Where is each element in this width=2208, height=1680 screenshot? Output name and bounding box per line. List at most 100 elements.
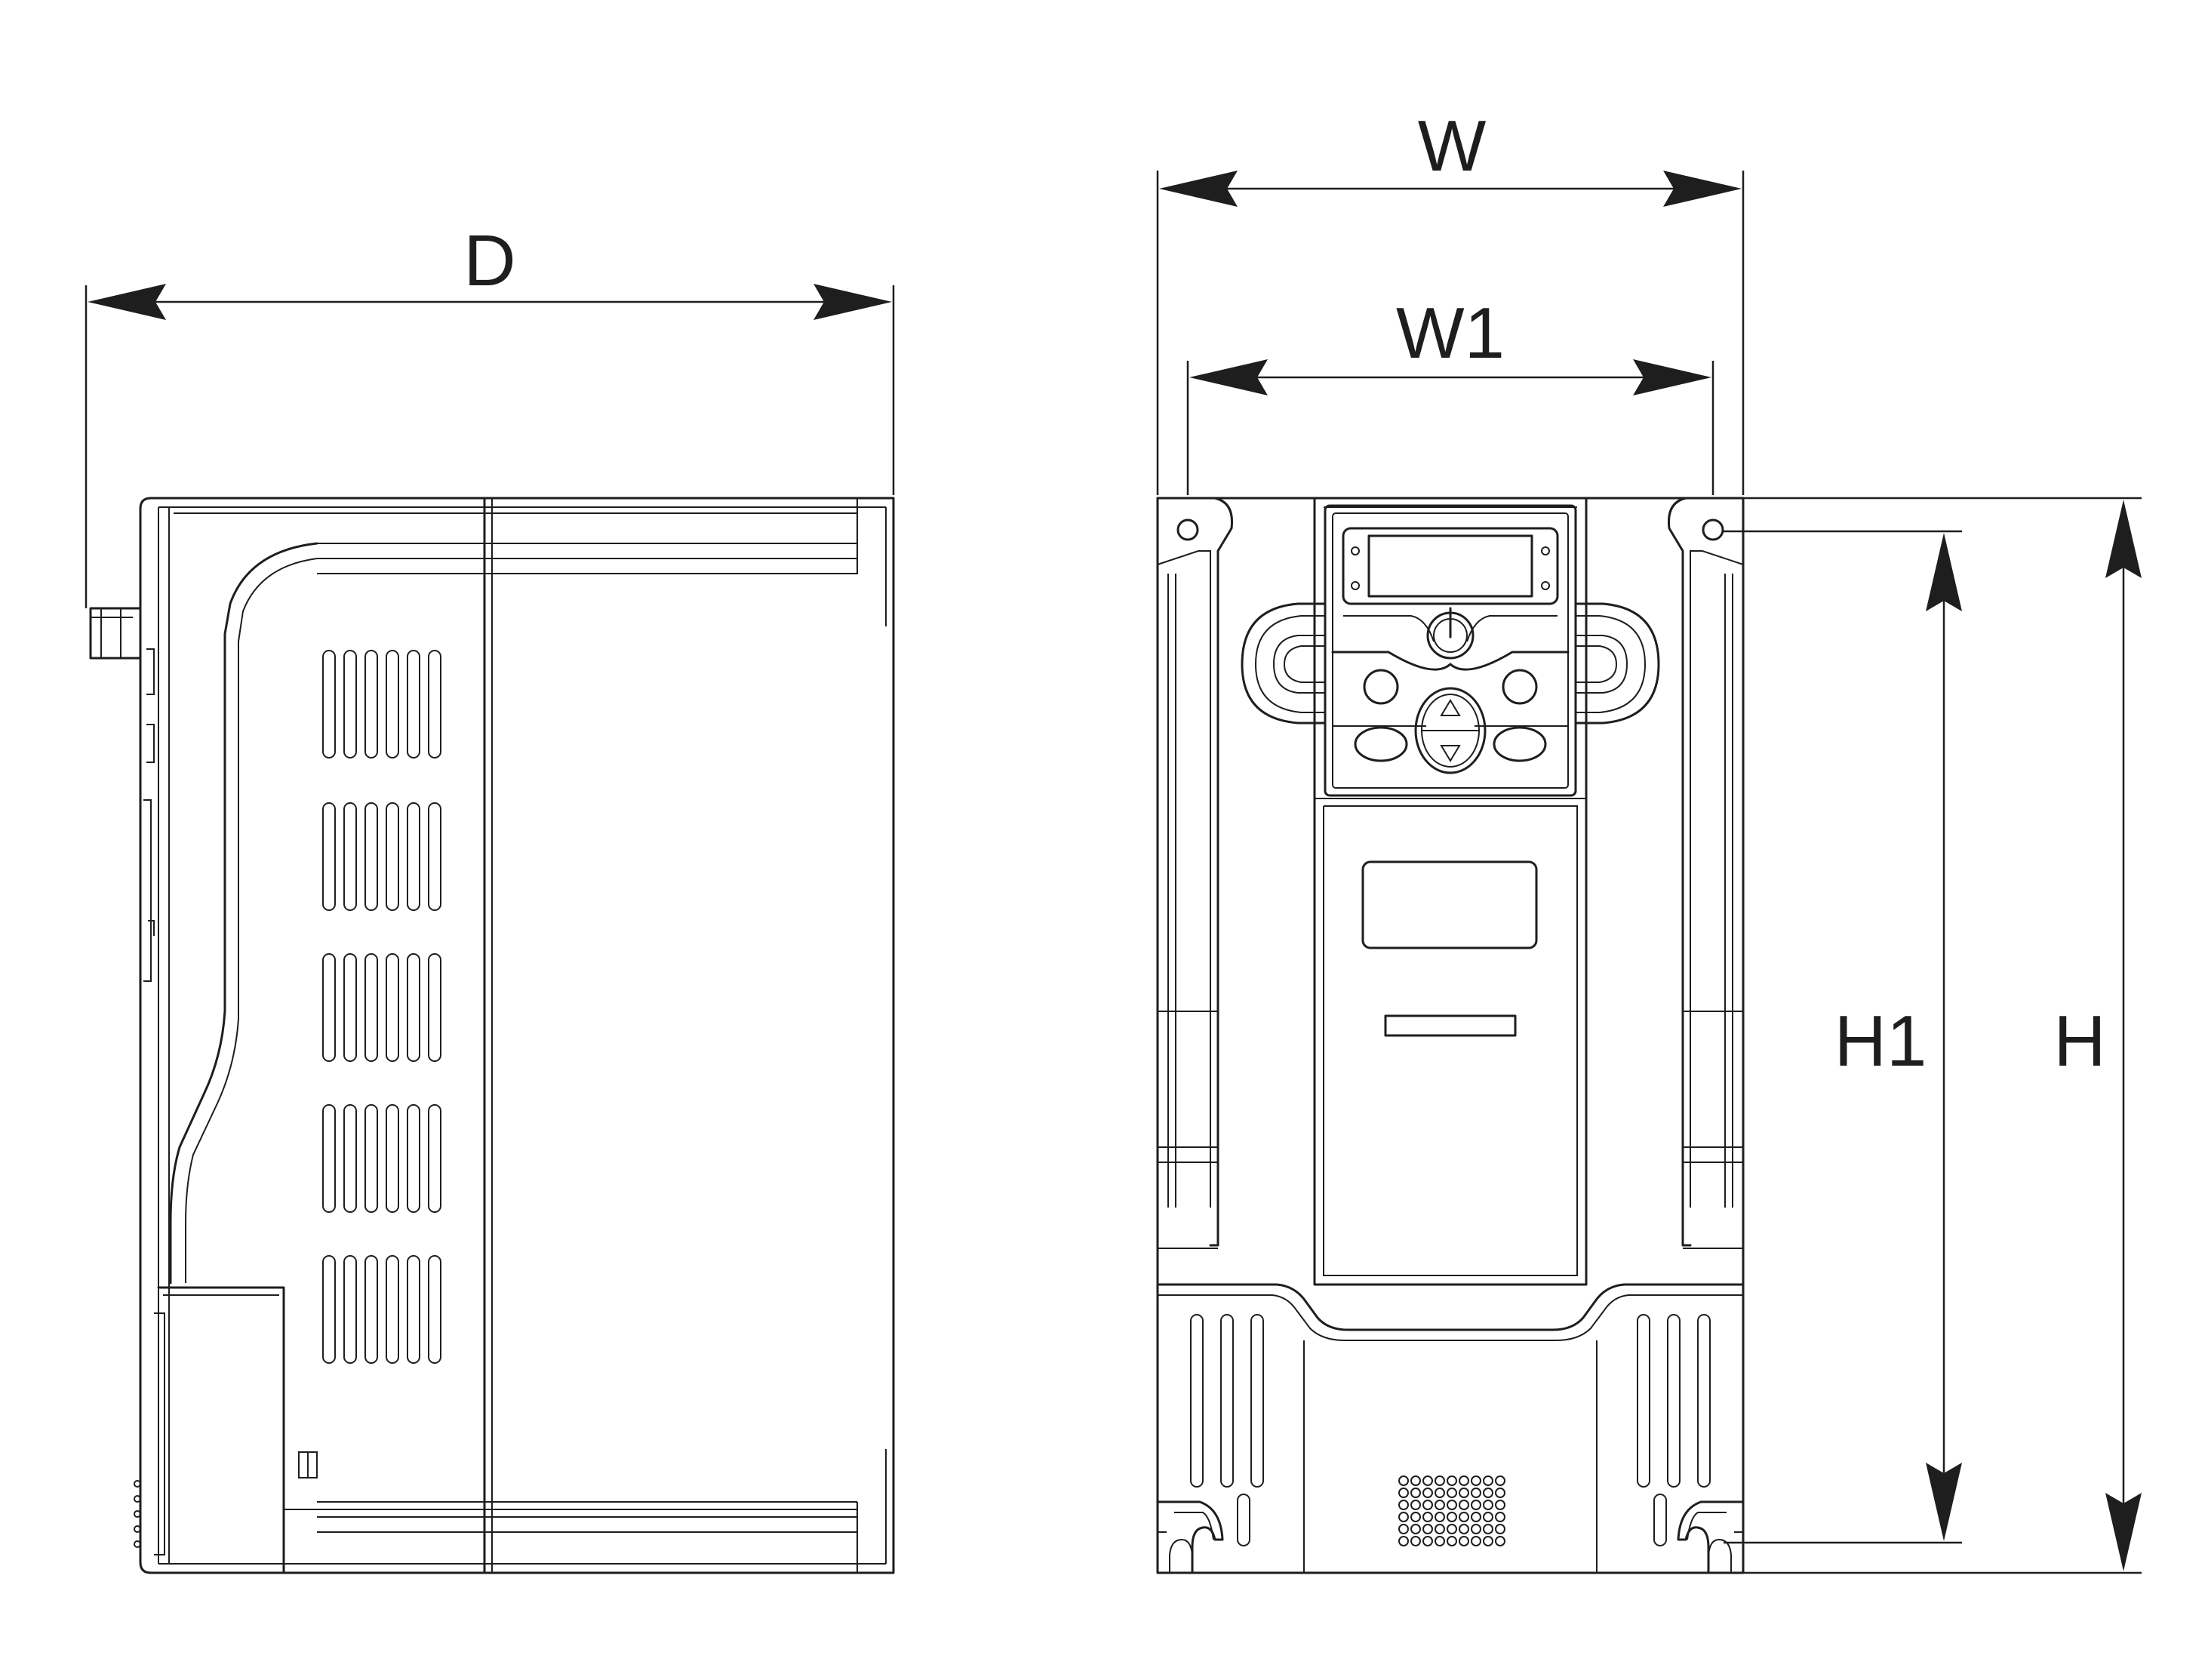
dimension-w1-arrow-right [1633,359,1711,395]
dimension-h1-arrow-top [1926,533,1962,611]
grille-dot [1435,1500,1445,1510]
grille-dot [1410,1512,1421,1522]
side-vent-slot [322,953,336,1062]
front-vent-slot [1697,1314,1711,1488]
grille-dot [1459,1488,1469,1498]
grille-dot [1422,1488,1433,1498]
side-view-vent-dots [134,1480,141,1548]
side-vent-slot [364,802,378,911]
grille-dot [1435,1488,1445,1498]
keypad-button-bottom-right[interactable] [1493,726,1547,762]
dimension-h: H [1736,497,2142,1574]
front-view-center-panel [1313,497,1588,1286]
front-vent-slot [1250,1314,1264,1488]
front-vent-slot [1637,1314,1650,1488]
front-vent-slot [1237,1494,1250,1546]
grille-dot [1410,1500,1421,1510]
grille-dot [1422,1524,1433,1534]
keypad-up-key-icon [1440,699,1461,716]
dimension-w-arrow-right [1663,171,1742,207]
side-vent-slot [343,650,357,758]
dimension-d-arrow-right [813,284,892,320]
side-view-vent-slots [322,650,441,1364]
keypad-up-down-rocker[interactable] [1414,687,1487,774]
front-vent-slot [1190,1314,1204,1488]
front-view-dot-grille [1398,1475,1505,1546]
grille-dot [1447,1475,1457,1486]
dimension-h1: H1 [1724,530,1962,1544]
grille-dot [1471,1488,1481,1498]
front-view-mounting-hole-top-right [1702,518,1724,541]
dimension-h-arrow-top [2105,500,2142,578]
side-vent-slot [322,802,336,911]
grille-dot [1459,1475,1469,1486]
grille-dot [1483,1512,1493,1522]
keypad-button-left[interactable] [1363,669,1399,705]
grille-dot [1410,1475,1421,1486]
grille-dot [1422,1512,1433,1522]
front-vent-slot [1653,1494,1667,1546]
grille-dot [1398,1475,1409,1486]
grille-dot [1459,1524,1469,1534]
side-vent-slot [343,1104,357,1213]
dimension-h1-label: H1 [1834,1001,1927,1082]
grille-dot [1459,1512,1469,1522]
grille-dot [1447,1512,1457,1522]
side-vent-slot [407,1255,420,1364]
grille-dot [1435,1475,1445,1486]
grille-dot [1459,1536,1469,1546]
keypad [1241,504,1660,797]
side-view-curved-panel [169,542,318,1285]
grille-dot [1495,1475,1505,1486]
grille-dot [1398,1536,1409,1546]
side-vent-slot [428,650,441,758]
side-vent-slot [428,1104,441,1213]
dimension-h1-arrow-bottom [1926,1463,1962,1541]
grille-dot [1459,1500,1469,1510]
grille-dot [1447,1500,1457,1510]
side-vent-slot [343,953,357,1062]
side-vent-slot [343,802,357,911]
grille-dot [1435,1536,1445,1546]
grille-dot [1422,1475,1433,1486]
dimension-w1-label: W1 [1396,293,1505,374]
side-vent-slot [322,650,336,758]
grille-dot [1495,1488,1505,1498]
side-vent-slot [364,650,378,758]
dimension-w1-arrow-left [1189,359,1268,395]
grille-dot [1483,1524,1493,1534]
grille-dot [1483,1536,1493,1546]
dimension-d: D [85,220,895,608]
grille-dot [1410,1524,1421,1534]
grille-dot [1410,1536,1421,1546]
dimension-h-label: H [2053,1001,2105,1082]
side-vent-slot [343,1255,357,1364]
grille-dot [1471,1524,1481,1534]
keypad-right-handle [1574,602,1660,725]
dimension-w: W [1156,106,1745,495]
dimension-w1: W1 [1186,293,1714,495]
grille-dot [1483,1475,1493,1486]
side-view [89,497,895,1574]
grille-dot [1422,1536,1433,1546]
side-vent-slot [428,953,441,1062]
grille-dot [1398,1500,1409,1510]
grille-dot [1495,1512,1505,1522]
grille-dot [1447,1524,1457,1534]
front-view-mounting-hole-top-left [1176,518,1199,541]
side-vent-slot [407,802,420,911]
grille-dot [1471,1475,1481,1486]
grille-dot [1471,1500,1481,1510]
side-view-body-outline [139,497,895,1574]
side-vent-slot [386,953,399,1062]
front-view-label-slot [1384,1014,1517,1037]
side-vent-slot [364,1104,378,1213]
front-view [1156,497,1745,1574]
keypad-down-key-icon [1440,745,1461,762]
keypad-button-right[interactable] [1502,669,1538,705]
grille-dot [1435,1512,1445,1522]
grille-dot [1495,1500,1505,1510]
grille-dot [1435,1524,1445,1534]
side-view-terminal-cover [157,1286,285,1574]
keypad-button-bottom-left[interactable] [1354,726,1408,762]
